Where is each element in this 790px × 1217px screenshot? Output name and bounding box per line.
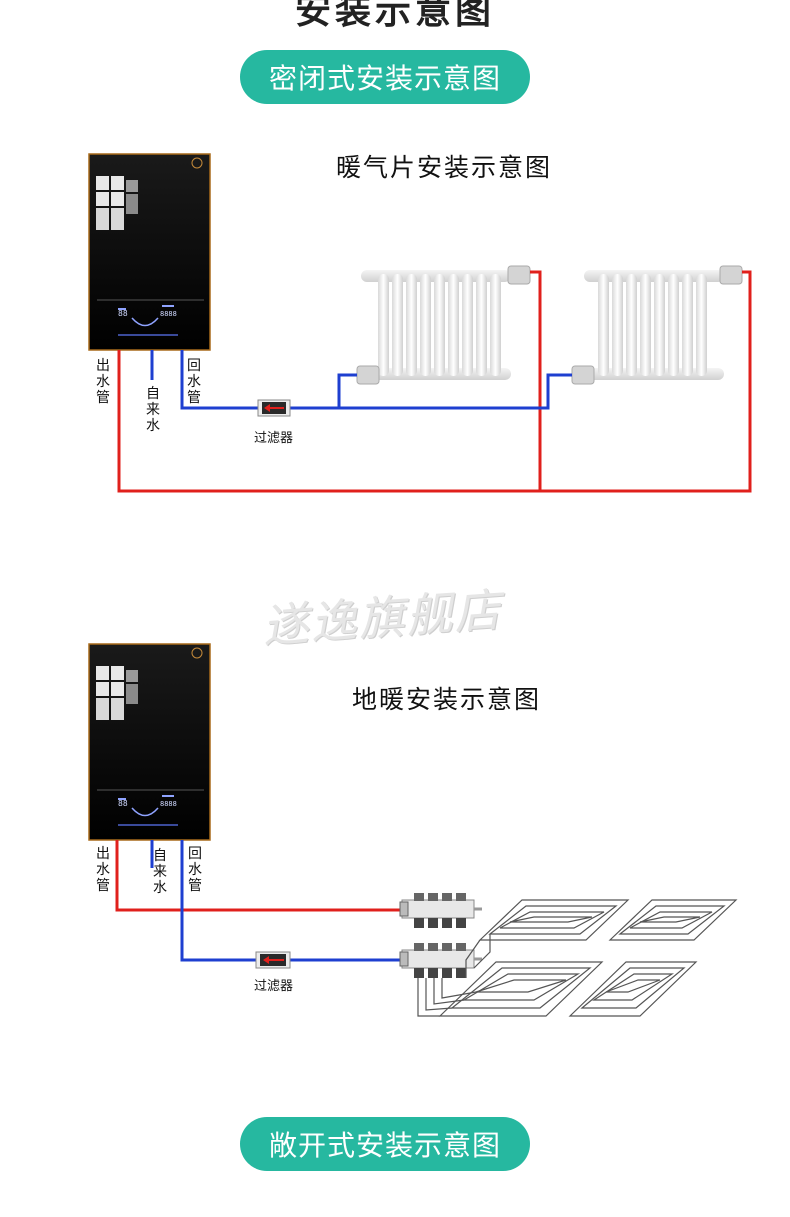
display-panel: 88 8888 — [118, 795, 178, 826]
svg-text:8888: 8888 — [160, 800, 177, 808]
radiator-diagram-title: 暖气片安装示意图 — [336, 153, 553, 182]
outlet-pipe-label: 出水管 — [96, 846, 110, 894]
filter-label: 过滤器 — [254, 979, 294, 994]
floor-heating-manifold — [399, 893, 482, 978]
page-title: 安装示意图 — [294, 0, 495, 32]
boiler-unit: 88 8888 — [88, 643, 211, 841]
floor-heating-diagram-title: 地暖安装示意图 — [352, 685, 542, 714]
radiator-left — [356, 265, 531, 385]
boiler-unit: 88 8888 — [88, 153, 211, 351]
return-pipe-label: 回水管 — [187, 358, 201, 406]
tap-water-label: 自来水 — [146, 386, 160, 434]
radiator-right — [571, 265, 743, 385]
svg-text:8888: 8888 — [160, 310, 177, 318]
hot-water-pipe — [115, 840, 402, 912]
floor-heating-coils — [417, 899, 738, 1017]
tap-water-label: 自来水 — [153, 848, 167, 896]
svg-text:88: 88 — [118, 799, 128, 808]
return-water-pipe — [150, 350, 572, 410]
filter-valve — [255, 951, 291, 969]
return-pipe-label: 回水管 — [188, 846, 202, 894]
filter-label: 过滤器 — [254, 431, 294, 446]
closed-install-section-header: 密闭式安装示意图 — [240, 50, 530, 104]
outlet-pipe-label: 出水管 — [96, 358, 110, 406]
filter-valve — [257, 399, 291, 417]
svg-text:88: 88 — [118, 309, 128, 318]
display-panel: 88 8888 — [118, 305, 178, 336]
hot-water-pipe — [117, 270, 752, 493]
open-install-section-header: 敞开式安装示意图 — [240, 1117, 530, 1171]
return-water-pipe — [150, 840, 402, 962]
